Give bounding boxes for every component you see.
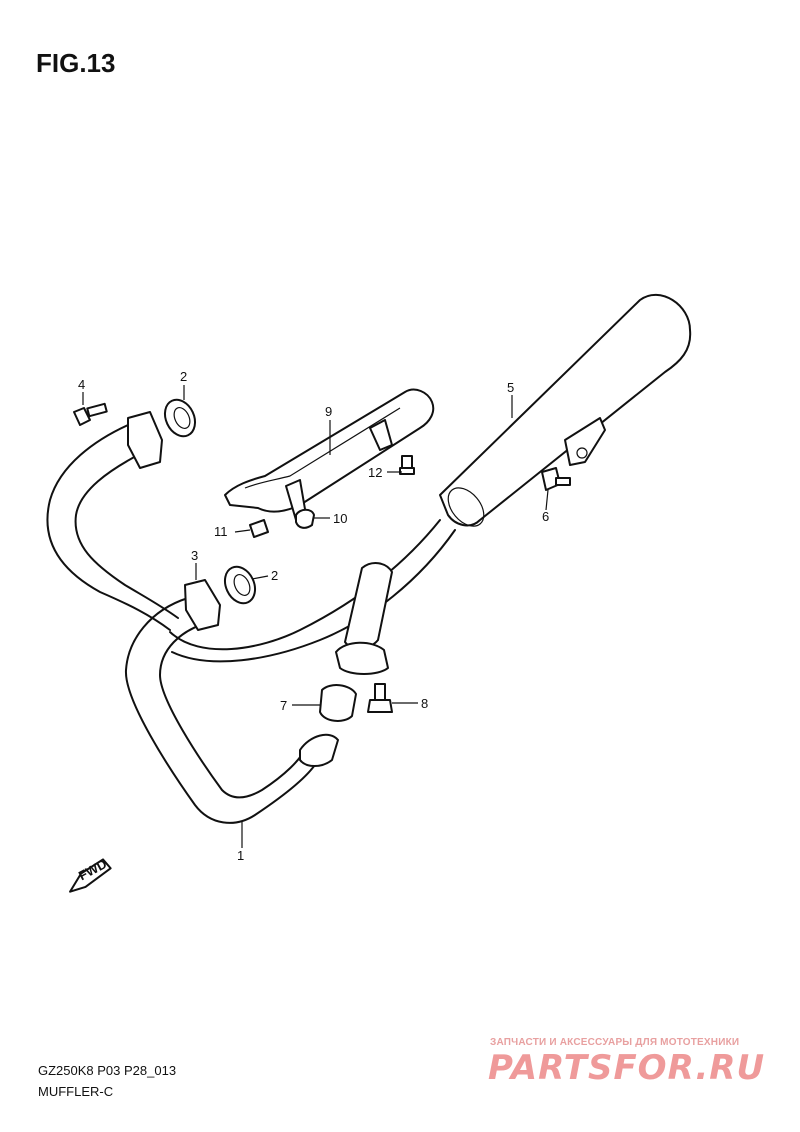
callout-8: 8 bbox=[421, 696, 428, 711]
exhaust-flange-upper bbox=[127, 411, 163, 469]
bolt-11 bbox=[249, 519, 269, 538]
gasket-upper bbox=[163, 398, 197, 438]
bolt-8 bbox=[367, 683, 393, 713]
callout-1: 1 bbox=[237, 848, 244, 863]
exhaust-pipe-upper bbox=[46, 424, 179, 631]
callout-11: 11 bbox=[214, 524, 228, 539]
callout-10: 10 bbox=[333, 511, 347, 526]
gasket-lower bbox=[223, 565, 257, 605]
bolt-6 bbox=[541, 467, 571, 491]
clamp-7 bbox=[319, 684, 357, 722]
forward-arrow-icon: FWD bbox=[69, 856, 112, 893]
figure-title: FIG.13 bbox=[36, 48, 116, 78]
section-name: MUFFLER-C bbox=[38, 1084, 114, 1099]
callout-3: 3 bbox=[191, 548, 198, 563]
bolt-4 bbox=[73, 402, 108, 426]
clamp-10 bbox=[295, 508, 315, 529]
callout-2-lower: 2 bbox=[271, 568, 278, 583]
leader-lines bbox=[82, 385, 549, 848]
callout-12: 12 bbox=[368, 465, 382, 480]
callout-6: 6 bbox=[542, 509, 549, 524]
exhaust-pipe-lower bbox=[124, 519, 456, 824]
callout-2-upper: 2 bbox=[180, 369, 187, 384]
exhaust-flange-lower bbox=[184, 579, 221, 631]
pipe-joint bbox=[299, 733, 339, 767]
callout-4: 4 bbox=[78, 377, 85, 392]
watermark-tagline: ЗАПЧАСТИ И АКСЕССУАРЫ ДЛЯ МОТОТЕХНИКИ bbox=[490, 1037, 740, 1048]
connector-pipe bbox=[335, 562, 393, 675]
bolt-12 bbox=[399, 455, 415, 475]
callout-9: 9 bbox=[325, 404, 332, 419]
callout-5: 5 bbox=[507, 380, 514, 395]
watermark-logo: PARTSFOR.RU bbox=[488, 1048, 766, 1088]
model-code: GZ250K8 P03 P28_013 bbox=[38, 1063, 177, 1078]
muffler bbox=[439, 293, 692, 527]
callout-7: 7 bbox=[280, 698, 287, 713]
